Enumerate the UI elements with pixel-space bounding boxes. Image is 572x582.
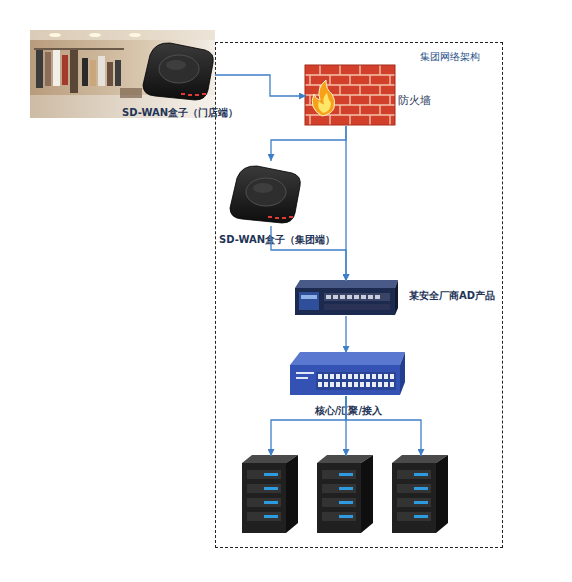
store-photo xyxy=(30,30,215,118)
ad-appliance xyxy=(301,295,317,299)
illustration xyxy=(143,43,213,100)
illustration xyxy=(242,455,298,533)
firewall-icon xyxy=(305,65,395,125)
network-switch xyxy=(318,374,396,388)
node-label: 防火墙 xyxy=(398,95,431,107)
ad-appliance xyxy=(340,295,345,299)
store-photo xyxy=(82,58,88,86)
firewall-icon xyxy=(318,93,331,113)
network-switch xyxy=(316,372,396,390)
store-photo xyxy=(30,30,215,118)
ad-appliance xyxy=(295,280,398,288)
node-label: 集团网络架构 xyxy=(420,51,480,63)
illustration xyxy=(317,455,373,533)
node-label: SD-WAN盒子（门店端） xyxy=(122,107,238,119)
ad-appliance xyxy=(326,295,331,299)
illustration xyxy=(392,455,448,533)
flow-arrow xyxy=(345,316,346,353)
flow-arrow xyxy=(345,126,346,281)
store-photo xyxy=(115,60,121,86)
group-sdwan: SD-WAN盒子（集团端） xyxy=(231,161,301,226)
store-photo xyxy=(45,52,51,86)
node-label: 某安全厂商AD产品 xyxy=(409,290,495,302)
flow-arrow xyxy=(271,126,346,161)
server xyxy=(243,456,299,534)
node-label: 核心/汇聚/接入 xyxy=(291,405,406,417)
ad-appliance xyxy=(347,295,352,299)
ad-appliance xyxy=(299,292,319,310)
store-photo xyxy=(36,50,43,88)
node-label: SD-WAN盒子（集团端） xyxy=(219,234,335,246)
network-switch xyxy=(290,352,405,365)
core-switch: 核心/汇聚/接入 xyxy=(291,353,406,396)
ad-appliance xyxy=(324,304,390,310)
ad-appliance xyxy=(295,280,398,315)
store-photo xyxy=(53,50,60,86)
store-photo xyxy=(49,33,61,37)
ad-appliance xyxy=(333,295,338,299)
firewall-icon xyxy=(305,65,395,125)
ad-appliance xyxy=(324,293,390,301)
store-photo xyxy=(90,60,96,86)
network-switch xyxy=(290,352,405,395)
firewall-icon xyxy=(312,80,334,116)
server xyxy=(318,456,374,534)
store-photo xyxy=(120,88,142,98)
store-photo xyxy=(129,33,141,37)
ad-appliance xyxy=(354,295,359,299)
server xyxy=(393,456,449,534)
store-photo xyxy=(70,48,78,93)
flow-arrow xyxy=(215,75,306,96)
network-switch xyxy=(296,377,308,379)
store-photo xyxy=(98,56,105,86)
firewall-icon xyxy=(305,65,395,125)
network-switch xyxy=(290,365,400,395)
group-network-frame: 集团网络架构防火墙SD-WAN盒子（集团端）某安全厂商AD产品核心/汇聚/接入 xyxy=(215,42,503,548)
network-switch xyxy=(400,352,405,395)
ad-appliance xyxy=(395,280,398,315)
illustration xyxy=(230,166,300,223)
store-sdwan: SD-WAN盒子（门店端） xyxy=(30,30,215,118)
network-switch xyxy=(296,372,314,374)
store-photo xyxy=(30,30,215,40)
ad-appliance xyxy=(295,288,395,315)
ad-appliance xyxy=(375,295,380,299)
store-photo xyxy=(34,48,124,50)
ad-appliance: 某安全厂商AD产品 xyxy=(296,281,396,316)
store-photo xyxy=(62,55,68,85)
store-photo xyxy=(89,33,101,37)
ad-appliance xyxy=(368,295,373,299)
firewall: 防火墙 xyxy=(306,66,396,126)
ad-appliance xyxy=(361,295,366,299)
firewall-icon xyxy=(305,65,395,125)
store-photo xyxy=(107,62,113,86)
